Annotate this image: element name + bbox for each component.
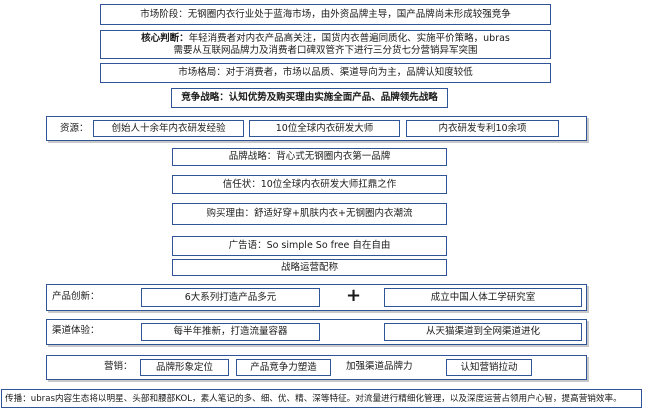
product-innovation-item-1-text: 6大系列打造产品多元 [184,291,277,303]
resource-item-1: 创始人十余年内衣研发经验 [93,120,244,137]
core-judgment-label: 核心判断： [141,32,189,44]
core-judgment-line-1: 核心判断： 年轻消费者对内衣产品高关注，国货内衣普遍同质化、实施平价策略，ubr… [141,33,510,45]
marketing-item-4-text: 认知营销拉动 [460,361,518,373]
credentials-box: 信任状：10位全球内衣研发大师扛鼎之作 [172,175,447,194]
core-judgment-text-2: 需要从互联网品牌力及消费者口碑双管齐下进行三分货七分营销异军突围 [173,44,478,56]
marketing-item-1-text: 品牌形象定位 [155,361,213,373]
communication-box: 传播：ubras内容生态将以明星、头部和腰部KOL，素人笔记的多、细、优、精、深… [1,389,642,408]
ops-config-text: 战略运营配称 [280,261,338,273]
marketing-item-1: 品牌形象定位 [140,359,229,376]
core-judgment-text-1: 年轻消费者对内衣产品高关注，国货内衣普遍同质化、实施平价策略，ubras [188,32,510,44]
market-pattern-text: 市场格局：对于消费者，市场以品质、渠道导向为主，品牌认知度较低 [178,67,473,78]
channel-experience-item-1-text: 每半年推新，打造流量容器 [173,326,288,337]
marketing-item-2: 产品竞争力塑造 [236,359,331,376]
purchase-reason-box: 购买理由：舒适好穿+肌肤内衣+无钢圈内衣潮流 [172,203,447,225]
marketing-item-2-text: 产品竞争力塑造 [250,361,317,373]
resource-item-2: 10位全球内衣研发大师 [249,120,400,137]
market-stage-box: 市场阶段：无钢圈内衣行业处于蓝海市场，由外资品牌主导，国产品牌尚未形成较强竞争 [100,4,551,25]
marketing-item-4: 认知营销拉动 [446,359,532,376]
resource-item-2-text: 10位全球内衣研发大师 [275,122,374,134]
plus-sign: + [346,285,362,306]
product-innovation-item-1: 6大系列打造产品多元 [141,288,320,307]
core-judgment-line-2: 需要从互联网品牌力及消费者口碑双管齐下进行三分货七分营销异军突围 [173,45,477,57]
resources-label: 资源： [60,123,89,134]
marketing-item-3: 加强渠道品牌力 [346,361,413,372]
market-pattern-box: 市场格局：对于消费者，市场以品质、渠道导向为主，品牌认知度较低 [100,63,551,83]
channel-experience-item-1: 每半年推新，打造流量容器 [141,323,320,341]
resource-item-3: 内衣研发专利10余项 [406,120,559,137]
channel-experience-item-2-text: 从天猫渠道到全网渠道进化 [425,326,540,337]
ops-config-box: 战略运营配称 [172,259,447,276]
market-stage-text: 市场阶段：无钢圈内衣行业处于蓝海市场，由外资品牌主导，国产品牌尚未形成较强竞争 [140,8,511,20]
brand-strategy-text: 品牌战略：背心式无钢圈内衣第一品牌 [228,151,391,162]
channel-experience-label: 渠道体验： [52,325,100,336]
product-innovation-item-2: 成立中国人体工学研究室 [384,288,582,307]
purchase-reason-text: 购买理由：舒适好穿+肌肤内衣+无钢圈内衣潮流 [206,208,413,219]
product-innovation-label: 产品创新： [52,291,100,302]
slogan-text: 广告语：So simple So free 自在自由 [228,240,391,251]
communication-text: 传播：ubras内容生态将以明星、头部和腰部KOL，素人笔记的多、细、优、精、深… [5,393,622,404]
competitive-strategy-box: 竞争战略：认知优势及购买理由实施全面产品、品牌领先战略 [171,88,448,108]
marketing-label: 营销： [104,361,133,372]
channel-experience-item-2: 从天猫渠道到全网渠道进化 [384,323,582,341]
slogan-box: 广告语：So simple So free 自在自由 [172,236,447,256]
resource-item-3-text: 内衣研发专利10余项 [438,122,527,134]
resource-item-1-text: 创始人十余年内衣研发经验 [111,122,226,134]
product-innovation-item-2-text: 成立中国人体工学研究室 [430,291,536,303]
core-judgment-box: 核心判断： 年轻消费者对内衣产品高关注，国货内衣普遍同质化、实施平价策略，ubr… [100,30,551,59]
brand-strategy-box: 品牌战略：背心式无钢圈内衣第一品牌 [172,148,447,166]
credentials-text: 信任状：10位全球内衣研发大师扛鼎之作 [222,178,397,190]
competitive-strategy-text: 竞争战略：认知优势及购买理由实施全面产品、品牌领先战略 [181,92,438,103]
